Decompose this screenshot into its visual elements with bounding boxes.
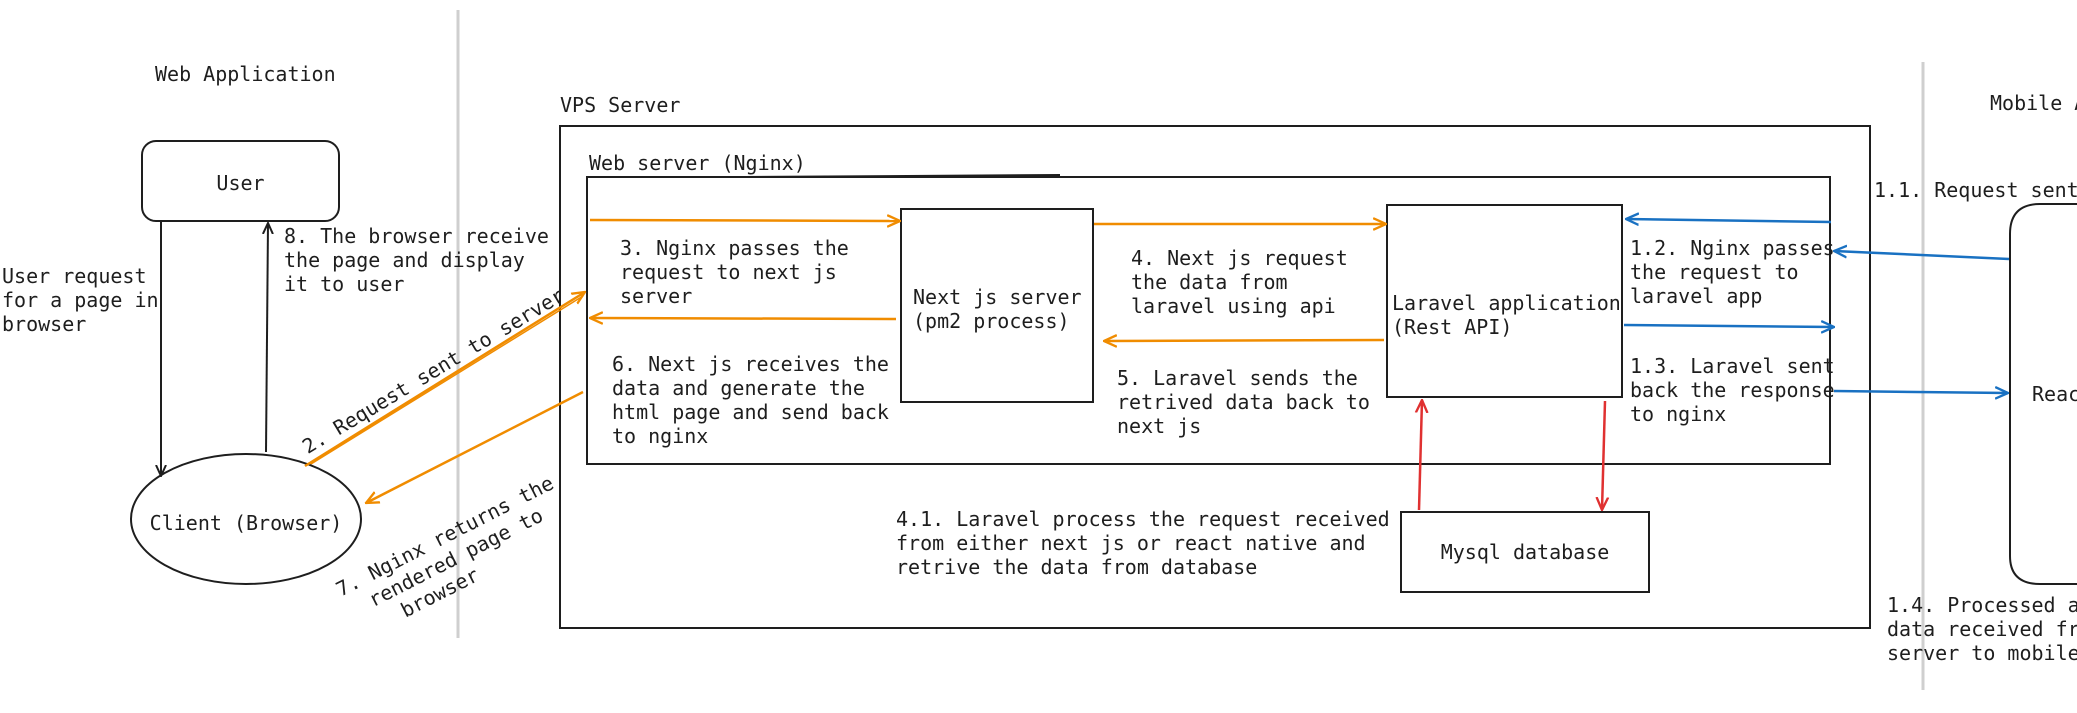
user-node: [141, 140, 340, 222]
client-browser-node: [130, 453, 362, 585]
laravel-label: Laravel application (Rest API): [1392, 291, 1621, 339]
step-8-browser-receive: 8. The browser receive the page and disp…: [284, 224, 549, 296]
arrow-nginx-to-mobile: [1833, 391, 2008, 393]
arrow-request-to-server-shadow: [310, 295, 584, 465]
arrow-laravel-to-mysql: [1602, 400, 1605, 510]
nextjs-node: [900, 208, 1094, 403]
user-label: User: [216, 171, 265, 195]
arrow-nextjs-to-nginx: [590, 318, 897, 319]
section-title-mobile: Mobile A: [1990, 91, 2077, 115]
arrow-mysql-to-laravel: [1419, 400, 1422, 511]
react-native-label: Reac: [2032, 382, 2077, 406]
arrow-nginx-to-client: [366, 390, 584, 503]
step-1-4-processed: 1.4. Processed ap data received fro serv…: [1887, 593, 2077, 665]
arrow-nginx-to-laravel: [1626, 219, 1832, 222]
step-1-1-request-sent: 1.1. Request sent: [1874, 178, 2077, 202]
step-1-2-nginx-passes: 1.2. Nginx passes the request to laravel…: [1630, 236, 1835, 308]
mysql-label: Mysql database: [1440, 540, 1610, 564]
laravel-node: [1386, 204, 1623, 398]
arrow-laravel-to-nginx: [1623, 325, 1834, 327]
mysql-node: [1400, 511, 1650, 593]
section-title-web-application: Web Application: [155, 62, 336, 86]
section-title-vps-server: VPS Server: [560, 93, 681, 117]
vps-server-container: [559, 125, 1871, 629]
nginx-title-underline: [744, 174, 1061, 178]
arrow-mobile-to-nginx: [1834, 251, 2010, 261]
arrow-request-to-server: [304, 292, 585, 468]
arrow-client-to-user: [266, 223, 268, 453]
step-6-nextjs-receives: 6. Next js receives the data and generat…: [612, 352, 889, 448]
react-native-node: [2009, 203, 2077, 585]
step-4-1-laravel-process: 4.1. Laravel process the request receive…: [896, 507, 1390, 579]
container-title-nginx: Web server (Nginx): [589, 151, 806, 175]
step-3-nginx-passes: 3. Nginx passes the request to next js s…: [620, 236, 849, 308]
arrow-laravel-to-nextjs: [1104, 340, 1385, 341]
step-5-laravel-sends: 5. Laravel sends the retrived data back …: [1117, 366, 1370, 438]
step-user-request: User request for a page in browser: [2, 264, 159, 336]
client-browser-label: Client (Browser): [149, 511, 343, 535]
arrow-nginx-to-nextjs: [589, 220, 900, 221]
nextjs-label: Next js server (pm2 process): [913, 285, 1082, 333]
step-1-3-laravel-sent: 1.3. Laravel sent back the response to n…: [1630, 354, 1835, 426]
step-4-nextjs-request: 4. Next js request the data from laravel…: [1131, 246, 1348, 318]
